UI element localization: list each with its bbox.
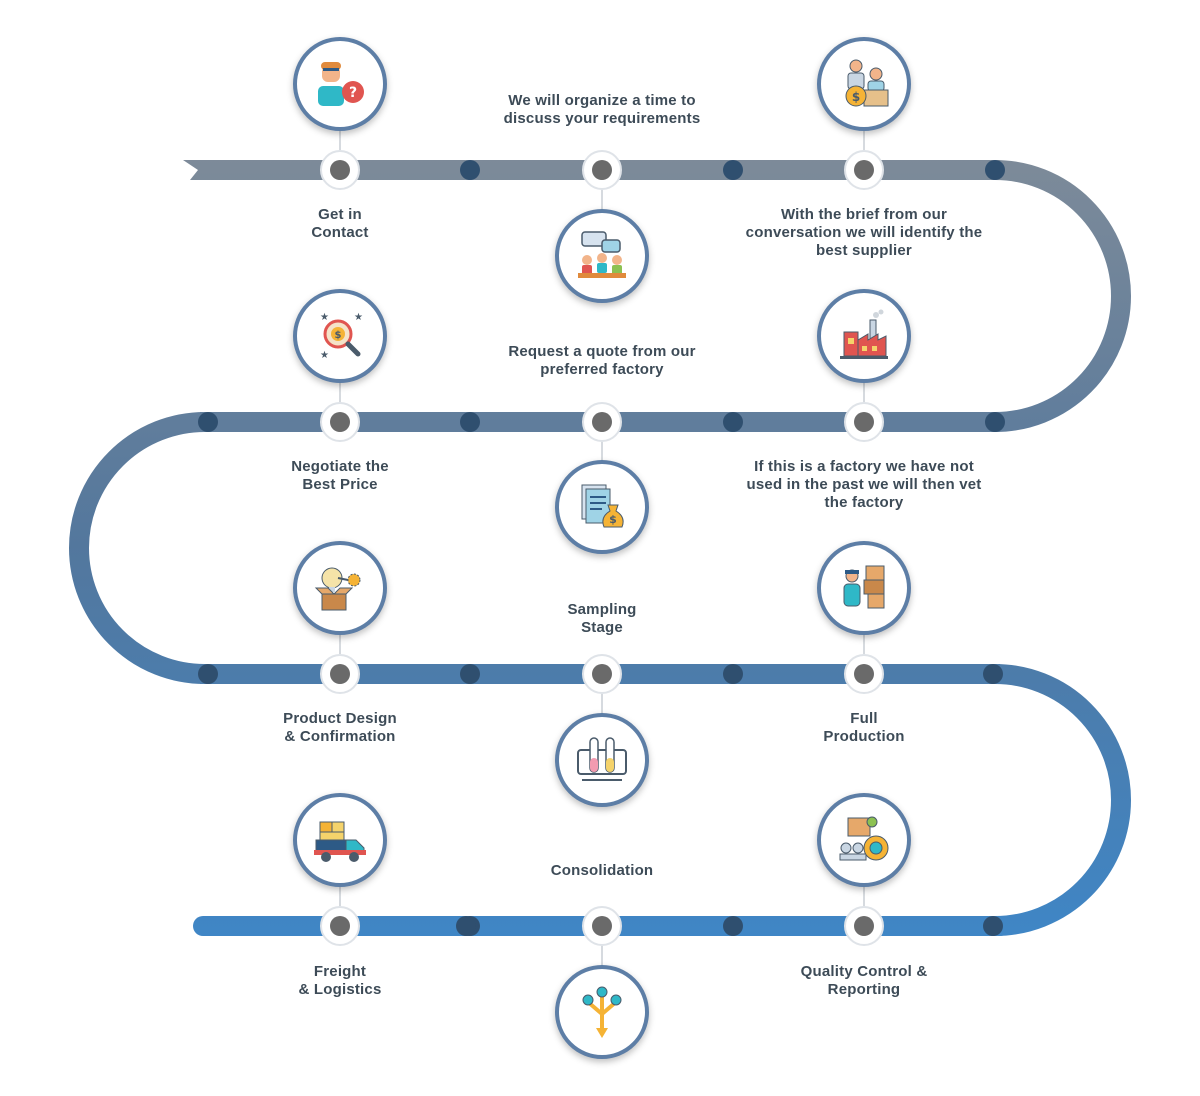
track-small-dot: [723, 916, 743, 936]
business-deal-icon: $: [817, 37, 911, 131]
idea-box-gear-icon: [293, 541, 387, 635]
meeting-chat-icon: [555, 209, 649, 303]
track-curve-right-1: [994, 160, 1131, 432]
timeline-node: [844, 654, 884, 694]
timeline-node: [320, 906, 360, 946]
track-curve-left: [69, 412, 206, 684]
timeline-node: [320, 402, 360, 442]
timeline-node-center: [592, 160, 612, 180]
track-small-dot: [456, 916, 476, 936]
timeline-node: [320, 654, 360, 694]
track-small-dot: [198, 664, 218, 684]
timeline-node: [844, 150, 884, 190]
timeline-node: [582, 402, 622, 442]
timeline-node-center: [330, 160, 350, 180]
quality-badge-icon: [817, 793, 911, 887]
timeline-node-center: [330, 412, 350, 432]
track-small-dot: [460, 664, 480, 684]
label-consolidation: Consolidation: [550, 862, 654, 879]
svg-text:?: ?: [349, 85, 357, 101]
timeline-node-center: [330, 664, 350, 684]
track-small-dot: [198, 412, 218, 432]
label-freight-logistics: Freight& Logistics: [298, 963, 382, 998]
timeline-node-center: [330, 916, 350, 936]
timeline-node: [582, 654, 622, 694]
timeline-node-center: [592, 916, 612, 936]
timeline-node-center: [592, 412, 612, 432]
label-quality-control: Quality Control &Reporting: [800, 963, 928, 998]
svg-text:$: $: [852, 90, 860, 104]
magnifier-dollar-icon: $ ★ ★ ★: [293, 289, 387, 383]
timeline-node: [582, 150, 622, 190]
track-small-dot: [983, 664, 1003, 684]
timeline-node: [582, 906, 622, 946]
track-small-dot: [723, 664, 743, 684]
timeline-node-center: [854, 412, 874, 432]
label-product-design: Product Design& Confirmation: [283, 710, 397, 745]
invoice-money-bag-icon: $: [555, 460, 649, 554]
track-small-dot: [723, 160, 743, 180]
support-agent-question-icon: ?: [293, 37, 387, 131]
merge-arrows-icon: [555, 965, 649, 1059]
worker-boxes-icon: [817, 541, 911, 635]
svg-text:$: $: [609, 513, 617, 526]
svg-text:$: $: [335, 330, 342, 341]
track-small-dot: [985, 412, 1005, 432]
factory-icon: [817, 289, 911, 383]
timeline-node-center: [854, 160, 874, 180]
track-small-dot: [985, 160, 1005, 180]
svg-text:★: ★: [320, 312, 329, 323]
timeline-node: [844, 402, 884, 442]
svg-text:★: ★: [354, 312, 363, 323]
timeline-node-center: [854, 664, 874, 684]
track-small-dot: [983, 916, 1003, 936]
track-small-dot: [460, 412, 480, 432]
test-tubes-icon: [555, 713, 649, 807]
track-small-dot: [723, 412, 743, 432]
svg-text:★: ★: [320, 350, 329, 361]
timeline-node: [320, 150, 360, 190]
timeline-node: [844, 906, 884, 946]
delivery-truck-icon: [293, 793, 387, 887]
track-small-dot: [460, 160, 480, 180]
timeline-node-center: [854, 916, 874, 936]
track-curve-right-2: [994, 664, 1131, 936]
timeline-node-center: [592, 664, 612, 684]
